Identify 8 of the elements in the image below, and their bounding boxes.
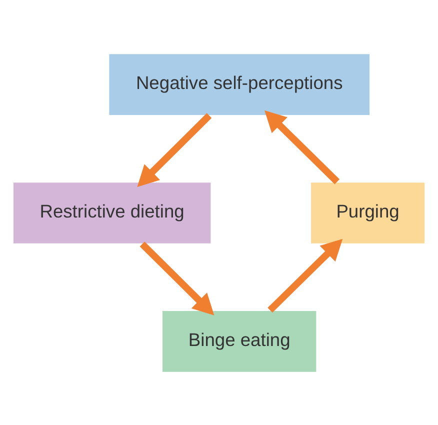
arrow	[137, 112, 212, 186]
node-box: Purging	[310, 180, 426, 244]
arrow	[264, 110, 340, 184]
arrow	[268, 238, 343, 312]
node-box: Restrictive dieting	[12, 180, 212, 244]
node-box: Negative self-perceptions	[108, 52, 371, 116]
node-box: Binge eating	[161, 309, 318, 372]
arrow	[140, 241, 214, 315]
